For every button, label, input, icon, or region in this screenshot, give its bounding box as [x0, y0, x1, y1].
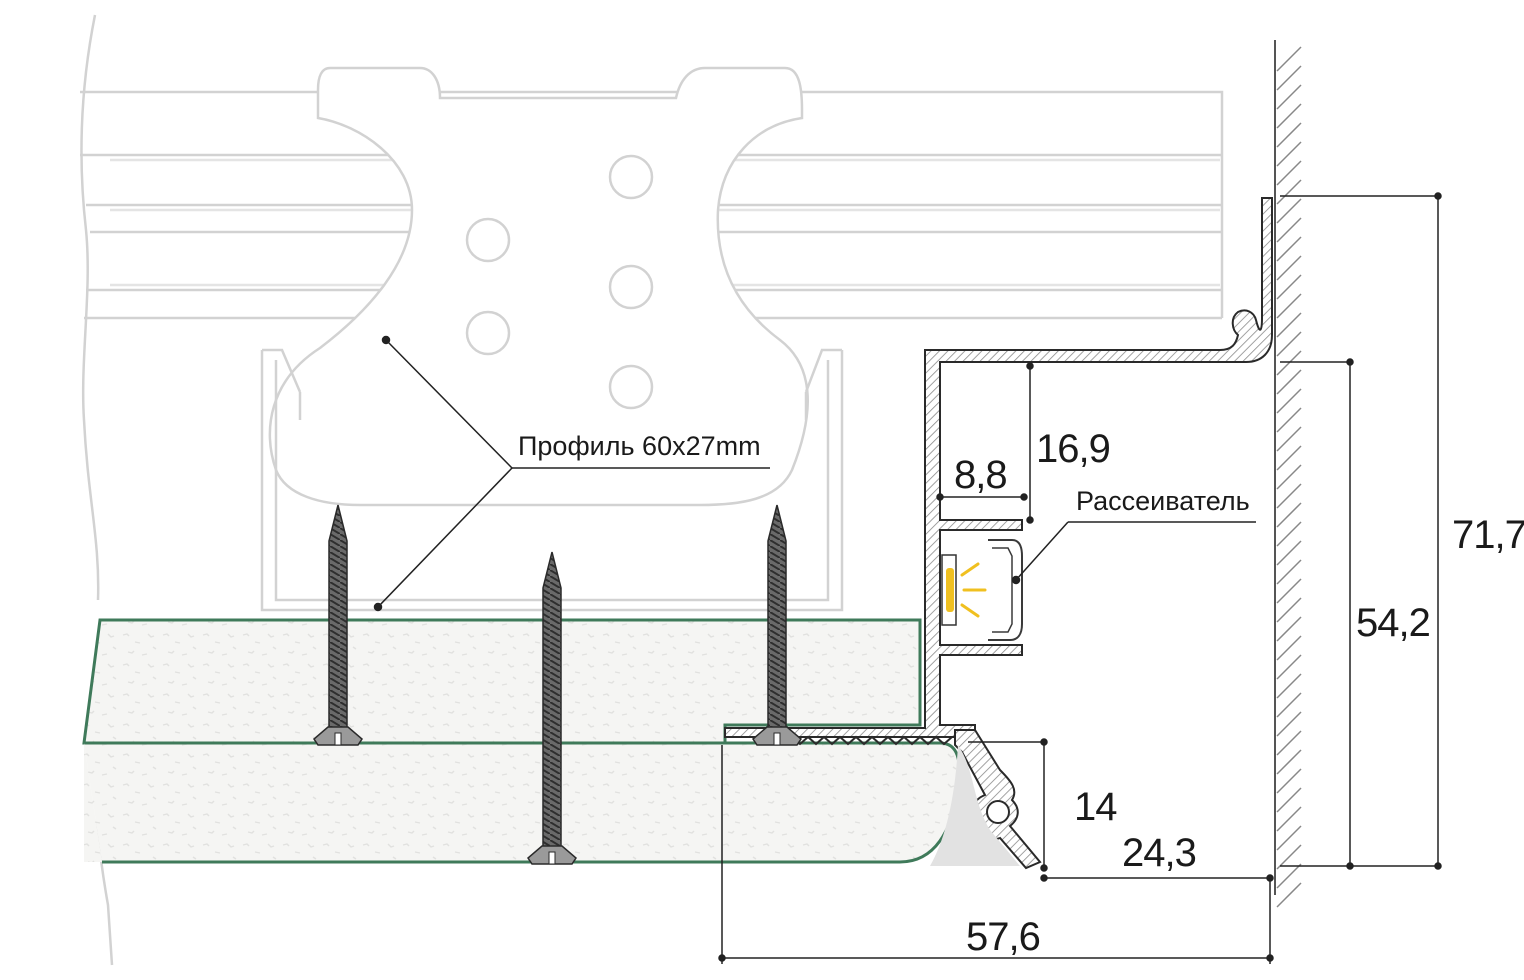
- ghost-hole: [465, 217, 511, 263]
- wall-hatch-line: [1276, 46, 1302, 72]
- lower-board: [84, 741, 961, 864]
- dim-body-height: 54,2: [1356, 601, 1430, 645]
- wall-hatch-line: [1276, 160, 1302, 186]
- wall-hatch-line: [1276, 274, 1302, 300]
- wall-hatch-line: [1276, 559, 1302, 585]
- wall-hatch-line: [1276, 103, 1302, 129]
- wall-hatch: [1276, 46, 1302, 908]
- texts: Профиль 60x27mm Рассеиватель 71,7 54,2 1…: [518, 427, 1524, 959]
- ghost-bracket-holes: [465, 154, 654, 410]
- wall-hatch-line: [1276, 806, 1302, 832]
- wall-hatch-line: [1276, 255, 1302, 281]
- diffuser-inner: [992, 547, 1013, 633]
- diffuser: [988, 539, 1023, 641]
- wall-hatch-line: [1276, 521, 1302, 547]
- wall-hatch-line: [1276, 825, 1302, 851]
- ghost-hole: [465, 310, 511, 356]
- screw: [527, 551, 577, 865]
- wall-hatch-line: [1276, 217, 1302, 243]
- wall-hatch-line: [1276, 749, 1302, 775]
- dim-channel-depth: 16,9: [1036, 427, 1110, 471]
- wall-hatch-line: [1276, 198, 1302, 224]
- wall-hatch-line: [1276, 369, 1302, 395]
- lower-board-left: [84, 743, 102, 862]
- wall-hatch-line: [1276, 331, 1302, 357]
- diffuser-leader: [1015, 521, 1069, 581]
- led-light-rays: [960, 562, 987, 618]
- wall-hatch-line: [1276, 350, 1302, 376]
- dim-lip-width: 24,3: [1122, 831, 1196, 875]
- profile-leader-bracket: [385, 339, 513, 469]
- wall-hatch-line: [1276, 616, 1302, 642]
- dim-lip-height: 14: [1074, 785, 1117, 829]
- wall-hatch-line: [1276, 692, 1302, 718]
- wall-hatch-line: [1276, 236, 1302, 262]
- diffuser-label: Рассеиватель: [1076, 486, 1250, 516]
- screws: [313, 504, 802, 865]
- profile-teeth: [789, 735, 953, 746]
- wall-hatch-line: [1276, 445, 1302, 471]
- wall-hatch-line: [1276, 407, 1302, 433]
- filler-putty: [930, 745, 1020, 866]
- wall-hatch-line: [1276, 635, 1302, 661]
- wall-hatch-line: [1276, 882, 1302, 908]
- wall-hatch-line: [1276, 312, 1302, 338]
- screw: [752, 504, 802, 746]
- dimension-lines: [718, 192, 1442, 964]
- led-diffuser-assembly: [941, 539, 1023, 641]
- dim-channel-width: 8,8: [954, 453, 1007, 497]
- wall-hatch-line: [1276, 426, 1302, 452]
- wall-hatch-line: [1276, 540, 1302, 566]
- wall-hatch-line: [1276, 502, 1302, 528]
- wall-hatch-line: [1276, 787, 1302, 813]
- screw: [313, 504, 363, 746]
- wall-hatch-line: [1276, 768, 1302, 794]
- wall-hatch-line: [1276, 122, 1302, 148]
- profile-label: Профиль 60x27mm: [518, 431, 761, 461]
- ghost-hole: [608, 264, 654, 310]
- wall-hatch-line: [1276, 673, 1302, 699]
- ghost-hole: [608, 364, 654, 410]
- wall-hatch-line: [1276, 730, 1302, 756]
- wall-hatch-line: [1276, 84, 1302, 110]
- profile-section: [724, 197, 1273, 738]
- wall-hatch-line: [1276, 711, 1302, 737]
- wall-hatch-line: [1276, 863, 1302, 889]
- led-chip: [946, 568, 954, 612]
- ghost-left-edge: [80, 14, 100, 601]
- ghost-bracket: [268, 66, 809, 507]
- ghost-hole: [608, 154, 654, 200]
- upper-board: [82, 618, 922, 745]
- wall-hatch-line: [1276, 578, 1302, 604]
- wall-hatch-line: [1276, 141, 1302, 167]
- dim-total-width: 57,6: [966, 915, 1040, 959]
- wall-hatch-line: [1276, 844, 1302, 870]
- leader-lines: [373, 335, 1256, 612]
- dim-total-height: 71,7: [1452, 513, 1524, 557]
- wall-hatch-line: [1276, 654, 1302, 680]
- wall-hatch-line: [1276, 179, 1302, 205]
- profile-leader-channel: [377, 467, 513, 608]
- gypsum-boards: [82, 618, 961, 864]
- wall-hatch-line: [1276, 293, 1302, 319]
- lip-groove: [986, 800, 1010, 824]
- wall-hatch-line: [1276, 464, 1302, 490]
- wall-hatch-line: [1276, 65, 1302, 91]
- wall-hatch-line: [1276, 597, 1302, 623]
- wall-hatch-line: [1276, 388, 1302, 414]
- wall: [1274, 40, 1302, 908]
- aluminium-profile: [724, 197, 1273, 870]
- wall-hatch-line: [1276, 483, 1302, 509]
